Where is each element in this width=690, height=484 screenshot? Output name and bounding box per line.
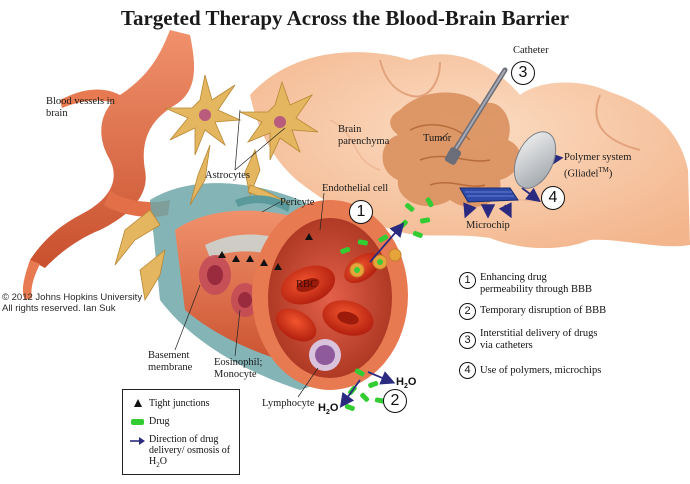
catheter-shape [444,67,508,165]
label-rbc: RBC [296,279,318,290]
h2o-sub: 2 [403,383,408,391]
label-endothelial-cell: Endothelial cell [322,183,389,194]
vesicles [349,248,402,278]
list-item-3: Interstitial delivery of drugs via cathe… [480,328,598,351]
label-pericyte: Pericyte [280,197,315,208]
gliadel-text: Gliadel [567,168,599,180]
list-num-4: 4 [459,362,476,379]
label-blood-vessels: Blood vessels in brain [46,96,115,119]
list-item-2: Temporary disruption of BBB [480,305,607,316]
lymphocyte-cell [309,339,341,371]
polymer-disc-shape [513,131,557,189]
label-polymer-system: Polymer system(GliadelTM) [564,152,632,180]
list-num-1: 1 [459,272,476,289]
label-tumor: Tumor [423,133,452,144]
tm-mark: TM [598,166,609,174]
legend-direction: Direction of drug delivery/ osmosis of H… [149,434,235,471]
pericyte-shape [235,195,290,212]
tight-junction-marks [218,233,313,270]
h2o-h: H [396,376,404,388]
h2o-o: O [329,402,339,414]
list-num-3: 3 [459,332,476,349]
legend-direction-end: O [159,456,167,467]
copyright-line-2: All rights reserved. Ian Suk [2,303,116,314]
marker-2: 2 [383,389,407,413]
marker-3: 3 [511,61,535,85]
tight-junction-legend-icon [134,399,142,407]
microchip-shape [459,187,519,203]
label-eosinophil: Eosinophil; Monocyte [214,357,263,380]
marker-4: 4 [541,186,565,210]
h2o-label-left: H2O [318,402,338,416]
label-catheter: Catheter [513,45,549,56]
list-item-1: Enhancing drug permeability through BBB [480,272,592,295]
legend-direction-text: Direction of drug delivery/ osmosis of H [149,434,231,467]
legend-direction-sub: 2 [156,461,160,469]
label-lymphocyte: Lymphocyte [262,398,315,409]
leader-lines [174,109,449,398]
legend-tight-junctions: Tight junctions [149,398,210,409]
legend-box: Tight junctions Drug Direction of drug d… [122,389,240,475]
marker-1: 1 [349,200,373,224]
direction-legend-icon [130,437,145,445]
drug-legend-icon [131,419,144,425]
h2o-sub: 2 [325,409,330,417]
label-microchip: Microchip [466,220,510,231]
diagram-title: Targeted Therapy Across the Blood-Brain … [120,6,570,30]
direction-arrows [339,152,564,408]
list-num-2: 2 [459,303,476,320]
astrocytes-shape [114,74,319,302]
h2o-label-right: H2O [396,376,416,390]
label-brain-parenchyma: Brain parenchyma [338,124,390,147]
copyright-line-1: © 2012 Johns Hopkins University [2,292,143,303]
legend-drug: Drug [149,416,170,427]
list-item-4: Use of polymers, microchips [480,365,602,376]
h2o-o: O [407,376,417,388]
polymer-system-text: Polymer system [564,152,632,163]
h2o-h: H [318,402,326,414]
label-astrocytes: Astrocytes [205,170,250,181]
label-basement-membrane: Basement membrane [148,350,193,373]
